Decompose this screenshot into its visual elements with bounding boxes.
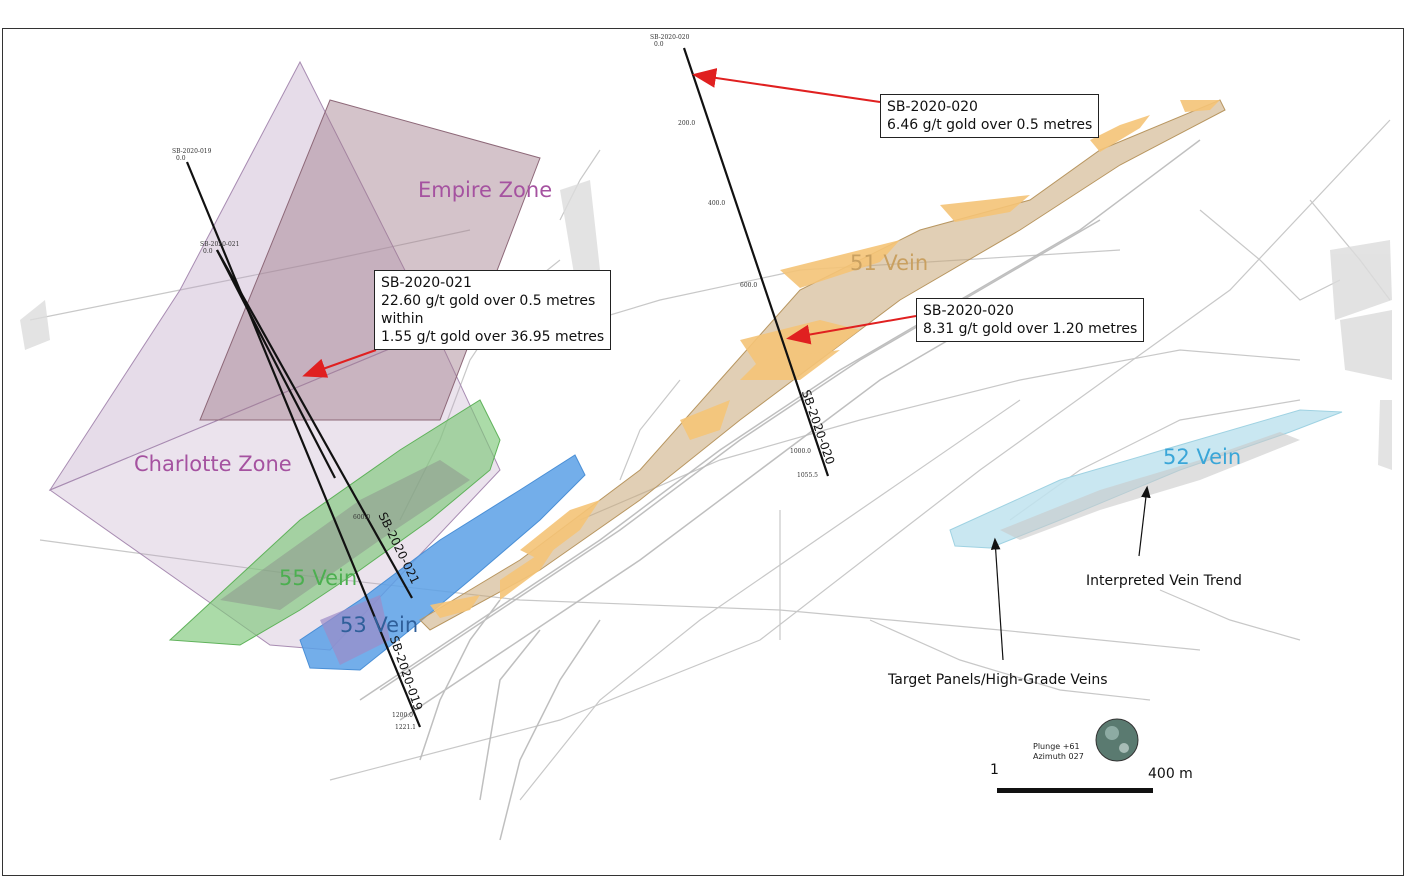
depth-label: 400.0	[708, 200, 726, 207]
scale-end-label: 400 m	[1148, 766, 1193, 782]
drillhole-sb-2020-020	[682, 47, 830, 477]
orientation-sphere-icon	[1095, 718, 1139, 762]
vein-51-label: 51 Vein	[850, 251, 929, 275]
callout-grade: 8.31 g/t gold over 1.20 metres	[923, 321, 1138, 337]
charlotte-zone-label: Charlotte Zone	[134, 452, 292, 476]
vein-53-label: 53 Vein	[340, 613, 419, 637]
interpreted-trend-label: Interpreted Vein Trend	[1086, 573, 1242, 589]
orientation-text: Plunge +61 Azimuth 027	[1033, 742, 1084, 761]
drillhole-sb-2020-021-branch	[216, 249, 336, 479]
drillhole-sb-2020-019	[185, 161, 422, 728]
arrow-interpreted-trend	[1138, 485, 1151, 557]
callout-arrows	[302, 68, 917, 378]
arrow-sb-2020-020-mid	[786, 315, 917, 345]
vein-55-label: 55 Vein	[279, 566, 358, 590]
callout-sb-2020-020-mid: SB-2020-020 8.31 g/t gold over 1.20 metr…	[916, 298, 1145, 342]
callout-grade: 22.60 g/t gold over 0.5 metres	[381, 293, 596, 309]
arrow-sb-2020-021	[302, 349, 377, 378]
callout-title: SB-2020-021	[381, 275, 472, 291]
callout-title: SB-2020-020	[923, 303, 1014, 319]
callout-grade: 6.46 g/t gold over 0.5 metres	[887, 117, 1093, 133]
drillhole-collar-021-id: SB-2020-021	[200, 241, 240, 248]
drillhole-collar-020-depth: 0.0	[654, 41, 664, 48]
callout-title: SB-2020-020	[887, 99, 978, 115]
callout-sb-2020-020-top: SB-2020-020 6.46 g/t gold over 0.5 metre…	[880, 94, 1100, 138]
arrow-target-panels	[990, 537, 1004, 661]
target-panels-label: Target Panels/High-Grade Veins	[888, 672, 1108, 688]
scale-start-label: 1	[990, 762, 999, 778]
vein-52-grey	[1000, 432, 1300, 540]
depth-label: 1221.1	[395, 724, 416, 731]
drillhole-collar-019-id: SB-2020-019	[172, 148, 212, 155]
vein-51-highgrade-patches	[430, 100, 1220, 618]
drillhole-sb-2020-021	[216, 249, 413, 599]
dense-workings-corridor	[359, 139, 1201, 841]
depth-label: 1000.0	[790, 448, 811, 455]
map-frame	[2, 28, 1404, 876]
drillhole-collar-021-depth: 0.0	[203, 248, 213, 255]
depth-label: 1055.5	[797, 472, 818, 479]
empire-zone-label: Empire Zone	[418, 178, 553, 202]
depth-label: 1200.0	[392, 712, 413, 719]
vein-52-label: 52 Vein	[1163, 445, 1242, 469]
callout-sb-2020-021: SB-2020-021 22.60 g/t gold over 0.5 metr…	[374, 270, 612, 350]
drillhole-collar-020-id: SB-2020-020	[650, 34, 690, 41]
depth-label: 200.0	[678, 120, 696, 127]
depth-label: 600.0	[740, 282, 758, 289]
callout-within: within	[381, 311, 424, 327]
annotation-arrows	[990, 485, 1151, 661]
vein-51-plane	[419, 99, 1226, 631]
underground-blocks	[20, 180, 1392, 470]
arrow-sb-2020-020-top	[692, 68, 881, 103]
depth-label: 600.0	[353, 514, 371, 521]
drillholes	[185, 47, 830, 728]
scale-bar	[997, 788, 1153, 793]
vein-55-grey	[220, 460, 470, 610]
drillhole-collar-019-depth: 0.0	[176, 155, 186, 162]
callout-grade-wide: 1.55 g/t gold over 36.95 metres	[381, 329, 605, 345]
